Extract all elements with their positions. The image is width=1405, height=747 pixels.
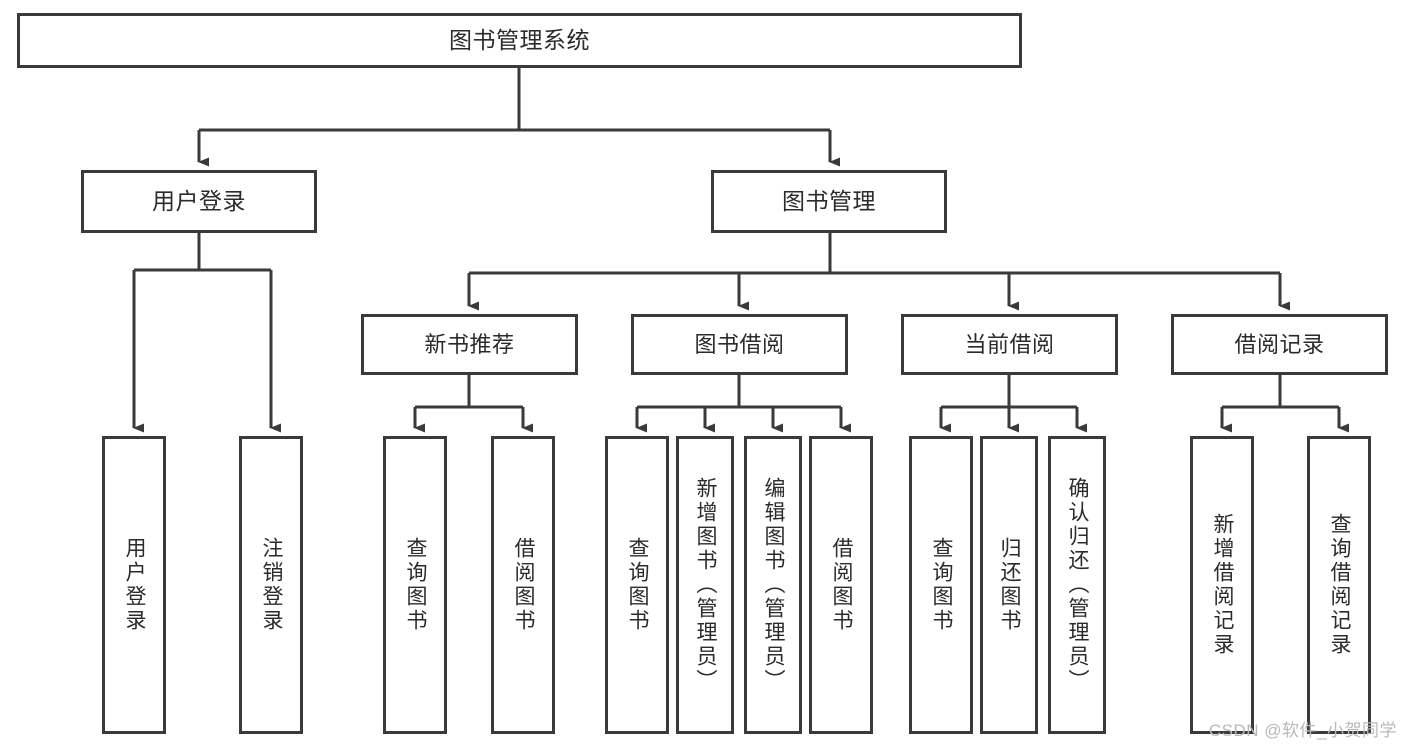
node-label: 归还图书: [998, 537, 1022, 633]
node-label: 当前借阅: [964, 331, 1055, 357]
node-leaf-edit-book[interactable]: 编辑图书（管理员）: [744, 436, 802, 734]
node-leaf-confirm-return[interactable]: 确认归还（管理员）: [1048, 436, 1106, 734]
node-leaf-query-record[interactable]: 查询借阅记录: [1307, 436, 1371, 734]
node-leaf-borrow-book-2[interactable]: 借阅图书: [809, 436, 873, 734]
node-leaf-add-record[interactable]: 新增借阅记录: [1190, 436, 1254, 734]
node-root-system[interactable]: 图书管理系统: [17, 13, 1022, 68]
node-label: 借阅图书: [512, 537, 536, 633]
node-label: 查询图书: [930, 537, 954, 633]
node-borrow-record[interactable]: 借阅记录: [1171, 314, 1388, 375]
node-leaf-query-book-1[interactable]: 查询图书: [383, 436, 447, 734]
node-book-borrow[interactable]: 图书借阅: [631, 314, 848, 375]
node-label: 图书管理: [782, 187, 876, 214]
node-label: 图书借阅: [694, 331, 785, 357]
node-new-book-recommend[interactable]: 新书推荐: [361, 314, 578, 375]
node-leaf-query-book-2[interactable]: 查询图书: [605, 436, 669, 734]
node-label: 用户登录: [123, 537, 147, 633]
node-leaf-return-book[interactable]: 归还图书: [980, 436, 1038, 734]
node-leaf-add-book[interactable]: 新增图书（管理员）: [676, 436, 734, 734]
node-label: 新书推荐: [424, 331, 515, 357]
node-user-login[interactable]: 用户登录: [81, 170, 317, 233]
node-label: 新增图书（管理员）: [694, 477, 718, 693]
node-book-management[interactable]: 图书管理: [711, 170, 947, 233]
node-current-borrow[interactable]: 当前借阅: [901, 314, 1118, 375]
node-label: 确认归还（管理员）: [1066, 477, 1090, 693]
node-label: 查询图书: [626, 537, 650, 633]
node-label: 借阅图书: [830, 537, 854, 633]
node-label: 查询借阅记录: [1328, 513, 1352, 657]
node-label: 用户登录: [152, 187, 246, 214]
node-label: 查询图书: [404, 537, 428, 633]
node-leaf-query-book-3[interactable]: 查询图书: [909, 436, 973, 734]
node-label: 图书管理系统: [449, 26, 590, 53]
node-label: 新增借阅记录: [1211, 513, 1235, 657]
node-leaf-logout-login[interactable]: 注销登录: [239, 436, 303, 734]
node-label: 注销登录: [260, 537, 284, 633]
node-label: 编辑图书（管理员）: [762, 477, 786, 693]
node-label: 借阅记录: [1234, 331, 1325, 357]
node-leaf-borrow-book-1[interactable]: 借阅图书: [491, 436, 555, 734]
node-leaf-user-login[interactable]: 用户登录: [102, 436, 166, 734]
